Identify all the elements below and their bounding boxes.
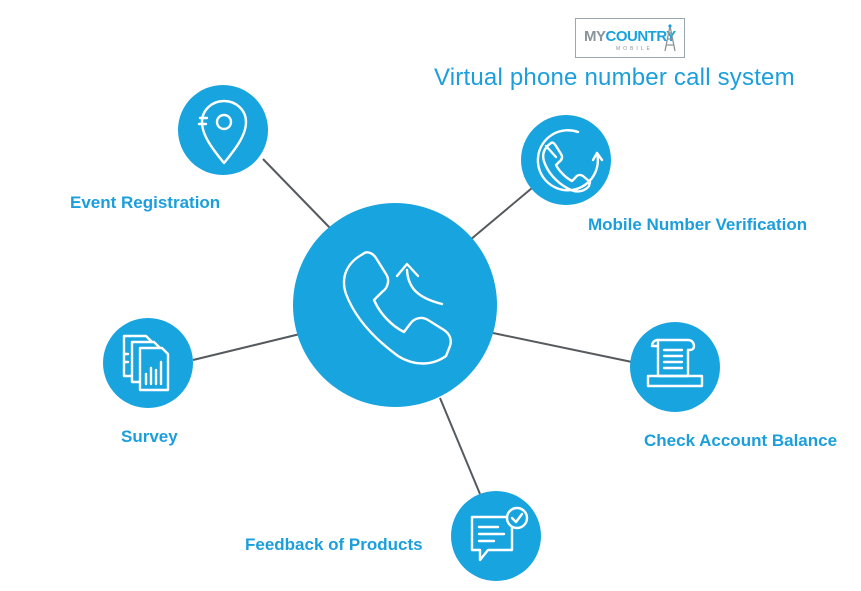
location-pin-icon (197, 99, 248, 165)
label-feedback-of-products: Feedback of Products (245, 535, 423, 554)
connector-feedback-of-products (439, 397, 481, 495)
connector-survey (192, 333, 301, 361)
brand-logo: MYCOUNTRY MOBILE (575, 18, 685, 58)
label-event-registration: Event Registration (70, 193, 221, 212)
chat-check-icon (470, 506, 529, 562)
page-title: Virtual phone number call system (434, 64, 795, 91)
connector-event-registration (262, 158, 331, 229)
phone-refresh-icon (536, 129, 604, 193)
connector-check-account-balance (492, 332, 633, 363)
logo-text-my: MY (584, 28, 606, 45)
logo-wordmark: MYCOUNTRY (584, 28, 676, 45)
logo-text-country: COUNTRY (605, 28, 677, 45)
label-survey: Survey (121, 427, 178, 446)
phone-call-icon (342, 251, 452, 365)
node-survey (103, 318, 193, 408)
label-mobile-number-verification: Mobile Number Verification (588, 215, 808, 234)
documents-chart-icon (122, 334, 170, 392)
radio-tower-icon (664, 24, 676, 52)
node-feedback-of-products (451, 491, 541, 581)
hub-node (293, 203, 497, 407)
node-check-account-balance (630, 322, 720, 412)
node-mobile-number-verification (521, 115, 611, 205)
label-check-account-balance: Check Account Balance (644, 431, 838, 450)
receipt-icon (646, 338, 704, 388)
node-event-registration (178, 85, 268, 175)
logo-tagline: MOBILE (616, 46, 653, 52)
connector-mobile-number-verification (469, 187, 533, 241)
